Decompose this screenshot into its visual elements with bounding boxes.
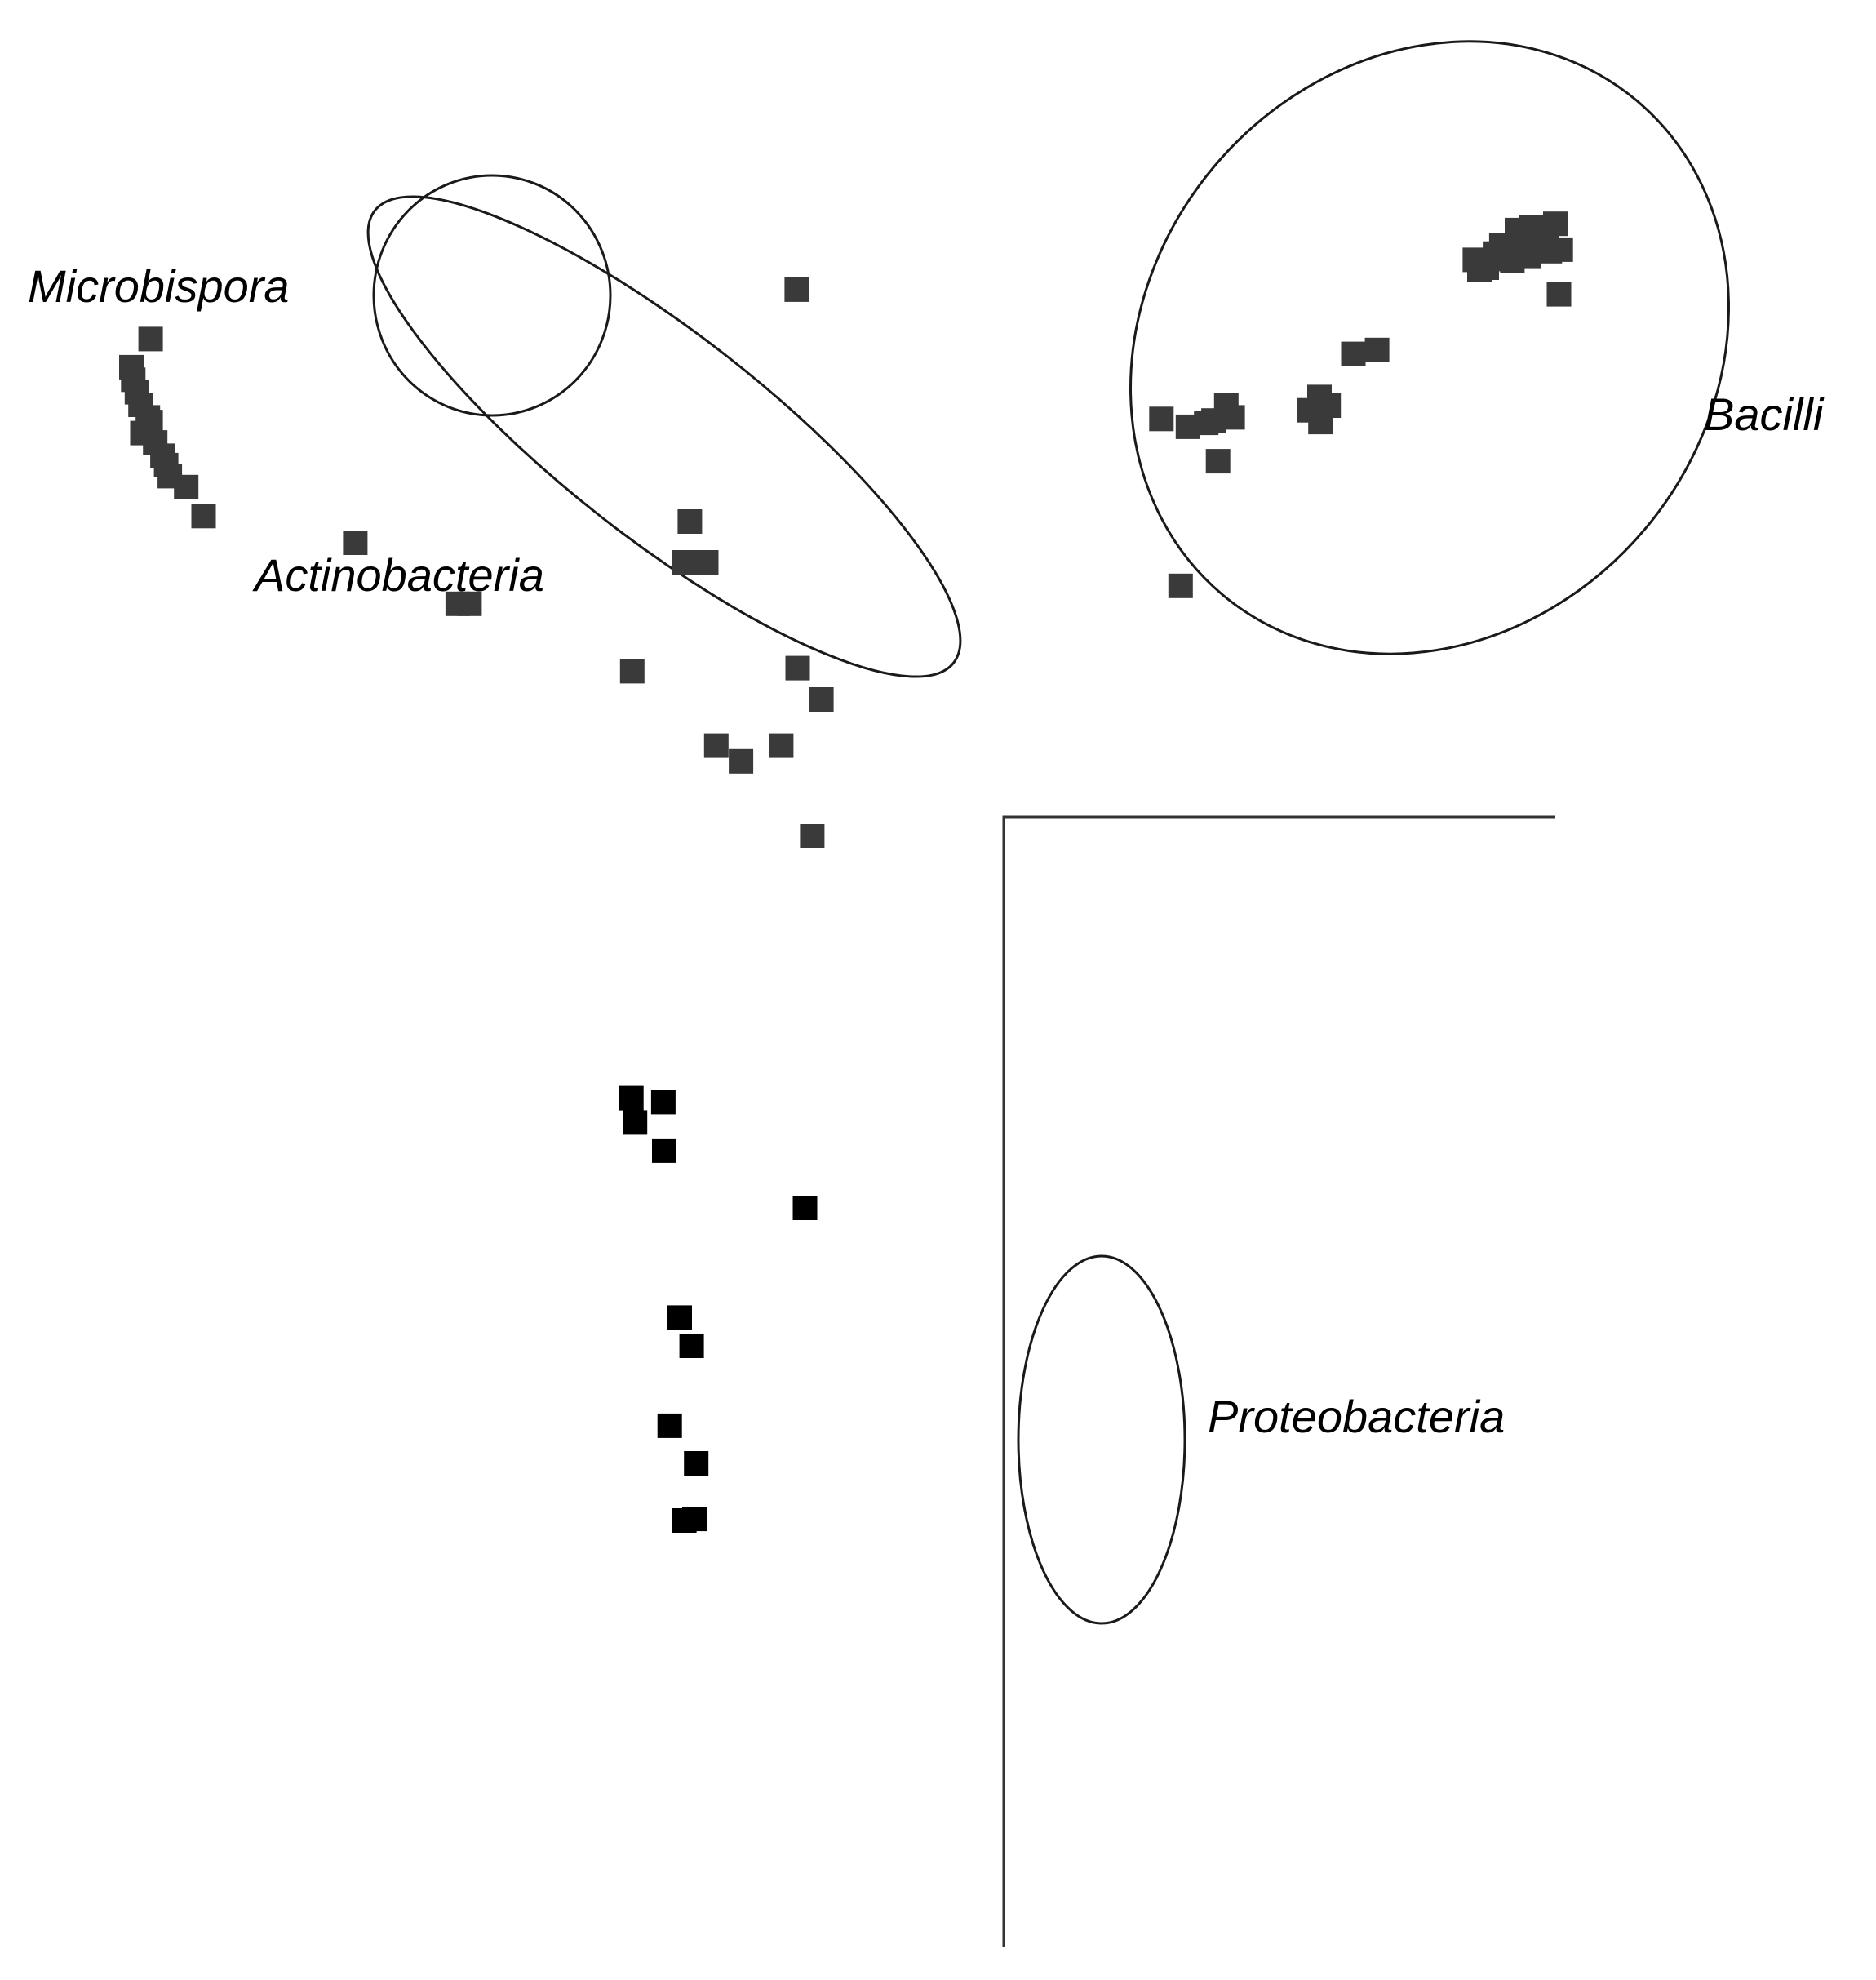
label-microbispora: Microbispora: [28, 260, 290, 312]
point-marker-s2-0: [650, 1090, 676, 1115]
point-marker-s2-6: [679, 1334, 704, 1358]
point-marker-s0-11: [174, 474, 199, 499]
point-marker-s2-1: [619, 1085, 644, 1111]
point-marker-s0-15: [343, 531, 368, 555]
point-marker-s1-40: [769, 733, 794, 758]
label-actinobacteria: Actinobacteria: [252, 549, 544, 601]
point-marker-s1-33: [672, 550, 697, 575]
point-marker-s0-19: [800, 824, 825, 848]
label-bacilli: Bacilli: [1704, 388, 1825, 440]
point-marker-s2-8: [684, 1451, 709, 1476]
point-marker-s2-2: [623, 1110, 648, 1135]
actinobacteria-ellipse: [366, 195, 962, 678]
point-marker-s1-38: [729, 748, 754, 774]
point-marker-s1-36: [785, 655, 810, 681]
point-marker-s1-24: [1175, 414, 1200, 439]
point-marker-s0-12: [191, 504, 216, 529]
point-marker-s1-18: [1364, 337, 1390, 362]
point-marker-s1-37: [809, 687, 834, 712]
point-marker-s1-34: [694, 550, 719, 575]
point-marker-s1-29: [1308, 410, 1333, 435]
point-marker-s2-5: [667, 1305, 692, 1330]
point-marker-s0-17: [457, 591, 482, 616]
point-marker-s1-30: [1205, 449, 1231, 474]
point-marker-s2-3: [652, 1138, 676, 1163]
proteobacteria-ellipse: [1017, 1254, 1186, 1625]
label-proteobacteria: Proteobacteria: [1208, 1391, 1505, 1442]
point-marker-s1-16: [1548, 237, 1573, 262]
point-marker-s0-18: [619, 659, 645, 684]
point-marker-s1-32: [677, 509, 703, 534]
point-marker-s1-25: [1149, 406, 1174, 432]
point-marker-s1-13: [1462, 247, 1488, 273]
point-marker-s2-7: [657, 1413, 682, 1438]
axis-lines: [1002, 815, 1555, 1947]
bacilli-ellipse: [1129, 40, 1730, 655]
point-marker-s2-4: [792, 1196, 818, 1220]
point-marker-s2-10: [682, 1507, 707, 1532]
microbispora-ellipse: [372, 174, 612, 417]
point-marker-s1-31: [784, 277, 809, 302]
point-marker-s1-35: [1168, 573, 1193, 598]
point-marker-s1-17: [1546, 282, 1572, 307]
point-marker-s1-19: [1341, 341, 1366, 366]
point-marker-s1-39: [703, 733, 729, 758]
point-marker-s0-14: [130, 420, 155, 446]
point-marks: [119, 211, 1573, 1533]
point-marker-s0-0: [138, 326, 163, 352]
